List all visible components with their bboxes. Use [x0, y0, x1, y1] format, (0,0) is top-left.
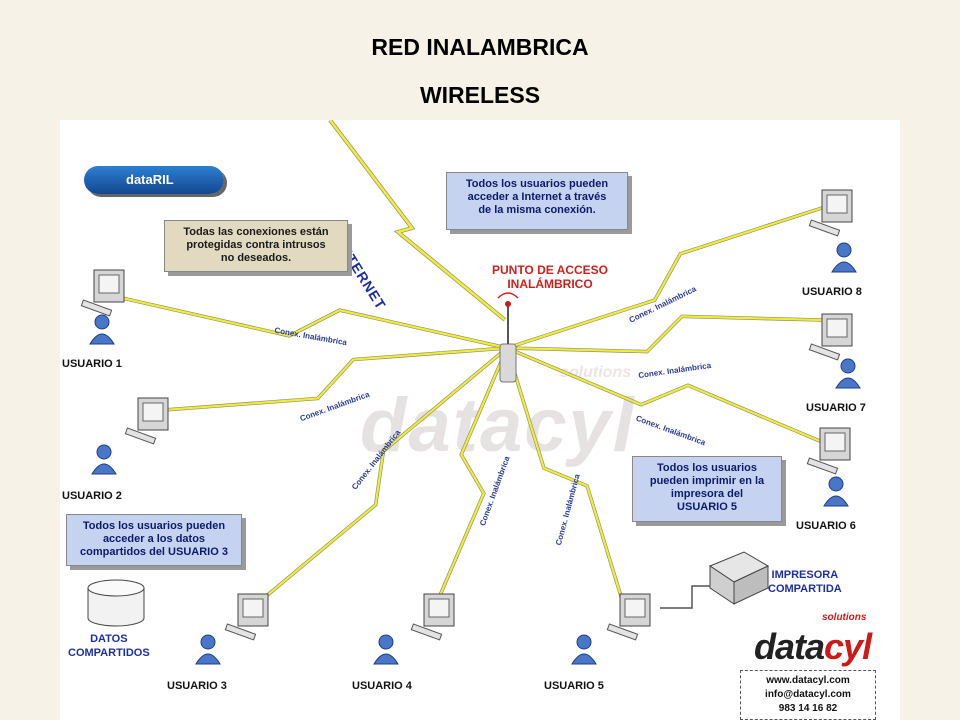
usuario-1-screen-icon	[98, 274, 120, 294]
usuario-5-user-head-icon	[576, 634, 592, 650]
contact-phone: 983 14 16 82	[778, 703, 838, 714]
wireless-link-usuario-5	[505, 347, 626, 607]
shared-printer-label: IMPRESORA COMPARTIDA	[768, 569, 842, 595]
wireless-link-usuario-7	[506, 315, 823, 353]
usuario-1-user-body-icon	[89, 333, 115, 345]
datacyl-logo: solutions datacyl www.datacyl.com info@d…	[736, 610, 886, 720]
wireless-link-usuario-1	[121, 296, 508, 350]
shared-data-label: DATOS COMPARTIDOS	[68, 633, 150, 659]
wireless-links	[80, 120, 861, 665]
usuario-5-label: USUARIO 5	[544, 680, 604, 692]
usuario-6-keyboard-icon	[806, 457, 839, 475]
usuario-4-label: USUARIO 4	[352, 680, 412, 692]
usuario-7-user-head-icon	[840, 358, 856, 374]
usuario-4-user-head-icon	[378, 634, 394, 650]
wireless-link-usuario-3	[251, 347, 508, 609]
usuario-8-user-body-icon	[831, 261, 857, 273]
logo-wordmark: datacyl	[754, 626, 872, 667]
wireless-link-usuario-8	[506, 204, 829, 350]
usuario-3-screen-icon	[242, 598, 264, 618]
access-point-label: PUNTO DE ACCESO INALÁMBRICO	[491, 263, 608, 291]
security-note: Todas las conexiones están protegidas co…	[164, 220, 348, 272]
usuario-3-label: USUARIO 3	[167, 680, 227, 692]
usuario-8-keyboard-icon	[808, 219, 841, 237]
usuario-8-screen-icon	[826, 194, 848, 214]
usuario-1-user-head-icon	[94, 314, 110, 330]
antenna-tip-icon	[505, 301, 511, 307]
usuario-6-label: USUARIO 6	[796, 520, 856, 532]
usuario-1-keyboard-icon	[80, 299, 113, 317]
wireless-link-usuario-6	[506, 346, 823, 444]
printing-note: Todos los usuarios pueden imprimir en la…	[632, 456, 782, 522]
usuario-7-user-body-icon	[835, 377, 861, 389]
watermark-logo: datacyl	[360, 383, 636, 468]
printer-side-icon	[733, 565, 769, 605]
printer-cable	[660, 585, 710, 609]
dataril-badge: dataRIL	[84, 166, 224, 194]
usuario-3-user-body-icon	[195, 653, 221, 665]
usuario-8-label: USUARIO 8	[802, 286, 862, 298]
usuario-2-label: USUARIO 2	[62, 490, 122, 502]
usuario-4-keyboard-icon	[410, 623, 443, 641]
contact-box: www.datacyl.com info@datacyl.com 983 14 …	[740, 670, 876, 720]
shared-data-note: Todos los usuarios pueden acceder a los …	[66, 514, 242, 566]
usuario-2-user-body-icon	[91, 463, 117, 475]
wireless-link-usuario-4	[436, 347, 509, 601]
usuario-7-label: USUARIO 7	[806, 402, 866, 414]
usuario-7-keyboard-icon	[808, 343, 841, 361]
usuario-6-user-body-icon	[823, 495, 849, 507]
contact-web: www.datacyl.com	[766, 675, 850, 686]
usuario-5-keyboard-icon	[606, 623, 639, 641]
usuario-3-user-head-icon	[200, 634, 216, 650]
usuario-6-screen-icon	[824, 432, 846, 452]
access-point-device	[499, 343, 517, 383]
usuario-2-keyboard-icon	[124, 427, 157, 445]
slide-title: RED INALAMBRICA	[371, 34, 589, 60]
signal-wave-icon	[497, 292, 519, 299]
usuario-6-user-head-icon	[828, 476, 844, 492]
wireless-link-usuario-2	[163, 346, 508, 412]
usuario-8-user-head-icon	[836, 242, 852, 258]
usuario-3-keyboard-icon	[224, 623, 257, 641]
usuario-4-user-body-icon	[373, 653, 399, 665]
slide-subtitle: WIRELESS	[419, 82, 541, 108]
database-top-icon	[87, 579, 145, 597]
network-diagram: datacyl solutions dataRIL INTERNET PUNTO…	[60, 120, 900, 720]
usuario-7-screen-icon	[826, 318, 848, 338]
usuario-5-screen-icon	[624, 598, 646, 618]
contact-email: info@datacyl.com	[765, 689, 851, 700]
usuario-2-user-head-icon	[96, 444, 112, 460]
usuario-2-screen-icon	[142, 402, 164, 422]
usuario-5-user-body-icon	[571, 653, 597, 665]
internet-link	[328, 120, 506, 322]
usuario-4-screen-icon	[428, 598, 450, 618]
usuario-1-label: USUARIO 1	[62, 358, 122, 370]
internet-note: Todos los usuarios pueden acceder a Inte…	[446, 172, 628, 230]
